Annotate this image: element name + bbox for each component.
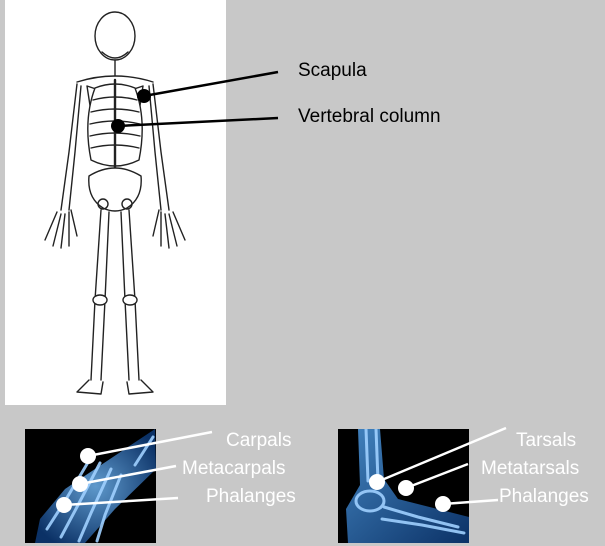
metacarpals-pointer-line [80,466,176,484]
hand-phalanges-pointer-line [64,498,178,505]
foot-phalanges-marker [435,496,451,512]
tarsals-marker [369,474,385,490]
tarsals-label: Tarsals [516,430,576,452]
foot-phalanges-pointer-line [443,500,498,504]
metatarsals-label: Metatarsals [481,458,579,480]
carpals-marker [80,448,96,464]
carpals-label: Carpals [226,430,291,452]
metacarpals-label: Metacarpals [182,458,286,480]
foot-phalanges-label: Phalanges [499,486,589,508]
carpals-pointer-line [88,432,212,456]
metacarpals-marker [72,476,88,492]
hand-phalanges-label: Phalanges [206,486,296,508]
metatarsals-pointer-line [406,464,468,488]
metatarsals-marker [398,480,414,496]
hand-phalanges-marker [56,497,72,513]
